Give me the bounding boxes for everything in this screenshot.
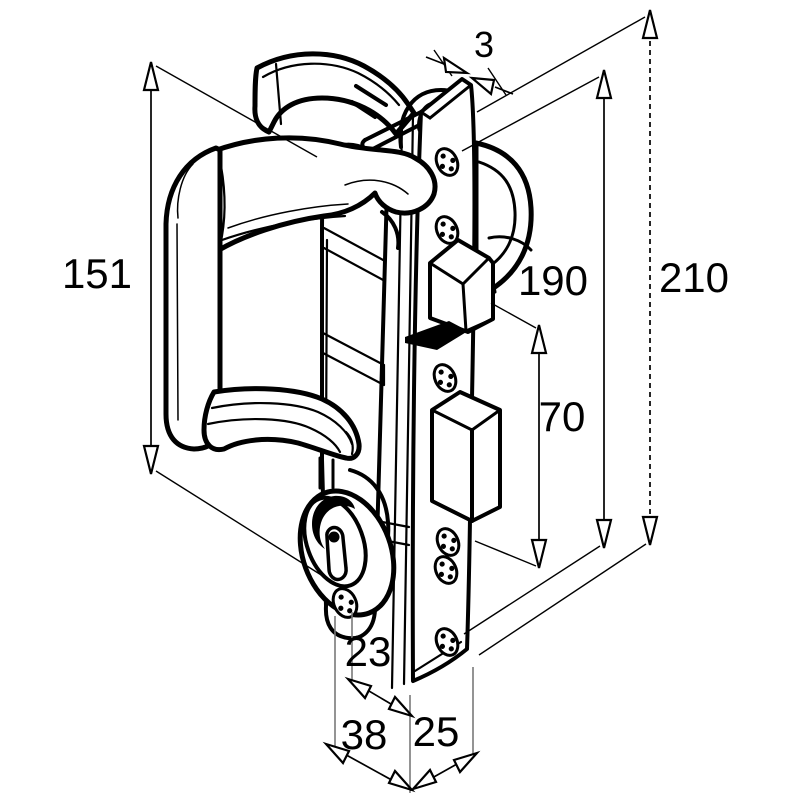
latch-bolt <box>405 238 495 350</box>
dim-faceplate-thickness: 3 <box>425 24 514 97</box>
dim-faceplate-width: 25 <box>409 708 481 792</box>
dim-70-label: 70 <box>539 393 586 440</box>
screw <box>432 363 458 393</box>
latch-opening-shadow <box>405 321 468 350</box>
dim-3-label: 3 <box>474 24 494 65</box>
dim-backset: 23 <box>344 628 416 719</box>
dimensions: 151 3 190 210 <box>62 9 729 793</box>
dim-151-label: 151 <box>62 250 132 297</box>
screw <box>433 555 459 585</box>
dim-overall-length: 210 <box>476 9 729 656</box>
backplate-chamfer <box>321 331 386 387</box>
screw <box>434 215 460 245</box>
faceplate <box>410 77 477 683</box>
dim-backplate-width: 38 <box>322 711 416 793</box>
dim-handle-height: 151 <box>62 61 327 579</box>
euro-cylinder <box>297 468 397 619</box>
dim-23-label: 23 <box>345 628 392 675</box>
dim-190-label: 190 <box>518 257 588 304</box>
dim-210-label: 210 <box>659 254 729 301</box>
dim-25-label: 25 <box>413 708 460 755</box>
dim-38-label: 38 <box>341 711 388 758</box>
dim-lock-case-length: 190 <box>461 69 613 635</box>
screw <box>434 147 460 177</box>
deadbolt <box>430 390 502 523</box>
screw <box>435 527 461 557</box>
faceplate-top-edge <box>419 83 473 120</box>
grip-end-cap-line <box>274 62 283 126</box>
backplate-chamfer <box>322 226 387 283</box>
top-arm <box>206 135 438 253</box>
interior-handle <box>163 135 438 490</box>
bottom-arm <box>201 386 362 461</box>
dim-bolt-distance: 70 <box>474 302 586 569</box>
screw <box>434 627 460 657</box>
